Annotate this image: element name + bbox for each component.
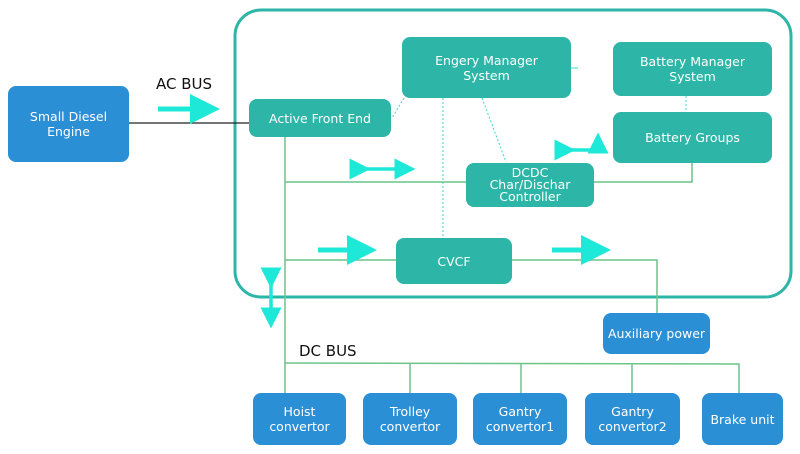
small-diesel-engine-node[interactable]: Small Diesel Engine (8, 86, 129, 162)
ems-dcdc-link (481, 97, 507, 163)
cvcf-output-line (511, 259, 658, 313)
active-front-end-node[interactable]: Active Front End (249, 99, 391, 137)
battery-flow-arrow (554, 132, 609, 161)
ac-bus-label: AC BUS (156, 75, 213, 93)
energy-manager-system-node[interactable]: Engery Manager System (402, 37, 571, 98)
hoist-convertor-node[interactable]: Hoist convertor (253, 393, 346, 445)
system-container (233, 8, 793, 299)
cvcf-node[interactable]: CVCF (396, 238, 512, 284)
auxiliary-power-node[interactable]: Auxiliary power (603, 313, 710, 354)
battery-manager-system-node[interactable]: Battery Manager System (613, 42, 772, 96)
brake-unit-node[interactable]: Brake unit (702, 393, 783, 445)
dc-bus-label: DC BUS (299, 342, 357, 360)
dc-bus-line (284, 362, 740, 394)
gantry-convertor2-node[interactable]: Gantry convertor2 (585, 393, 680, 445)
battery-groups-node[interactable]: Battery Groups (613, 112, 772, 163)
battery-dcdc-line (594, 162, 693, 183)
dcdc-controller-node[interactable]: DCDC Char/Dischar Controller (466, 163, 594, 207)
gantry-convertor1-node[interactable]: Gantry convertor1 (473, 393, 567, 445)
trolley-convertor-node[interactable]: Trolley convertor (363, 393, 457, 445)
ems-afe-link (391, 97, 405, 119)
